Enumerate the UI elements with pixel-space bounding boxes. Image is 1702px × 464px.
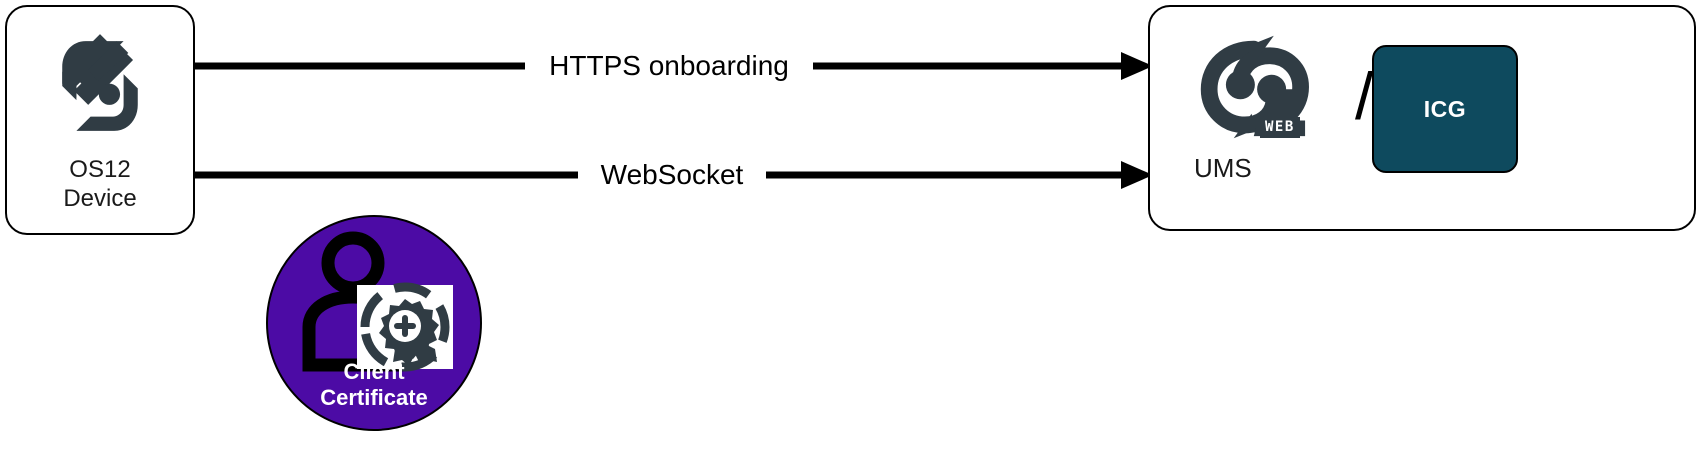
os12-caption-line2: Device bbox=[63, 185, 137, 212]
ums-web-badge: WEB bbox=[1260, 117, 1300, 138]
os12-device-content: OS12 Device bbox=[7, 7, 193, 233]
node-os12-device[interactable]: OS12 Device bbox=[5, 5, 195, 235]
user-certificate-icon bbox=[291, 227, 457, 377]
icg-module-label: ICG bbox=[1423, 95, 1467, 122]
ums-content: WEB UMS / ICG bbox=[1150, 7, 1694, 229]
connector-https-onboarding: HTTPS onboarding bbox=[193, 46, 1153, 86]
os12-caption-line1: OS12 bbox=[69, 156, 131, 183]
client-certificate-line1: Client bbox=[343, 359, 405, 384]
client-certificate-line2: Certificate bbox=[320, 385, 428, 410]
ums-logo-block: WEB UMS bbox=[1188, 29, 1348, 183]
os12-device-caption: OS12 Device bbox=[63, 155, 136, 213]
connector-websocket: WebSocket bbox=[193, 155, 1153, 195]
client-certificate-caption: Client Certificate bbox=[268, 359, 480, 411]
ums-web-logo-icon: WEB bbox=[1188, 29, 1324, 145]
connector-websocket-label: WebSocket bbox=[578, 155, 766, 195]
ums-separator-slash: / bbox=[1355, 59, 1374, 133]
icg-module[interactable]: ICG bbox=[1372, 45, 1518, 173]
os12-logo-icon bbox=[41, 27, 159, 145]
ums-caption: UMS bbox=[1194, 153, 1252, 183]
node-ums-server[interactable]: WEB UMS / ICG bbox=[1148, 5, 1696, 231]
client-certificate-badge[interactable]: Client Certificate bbox=[266, 215, 482, 431]
connector-https-label: HTTPS onboarding bbox=[525, 46, 813, 86]
